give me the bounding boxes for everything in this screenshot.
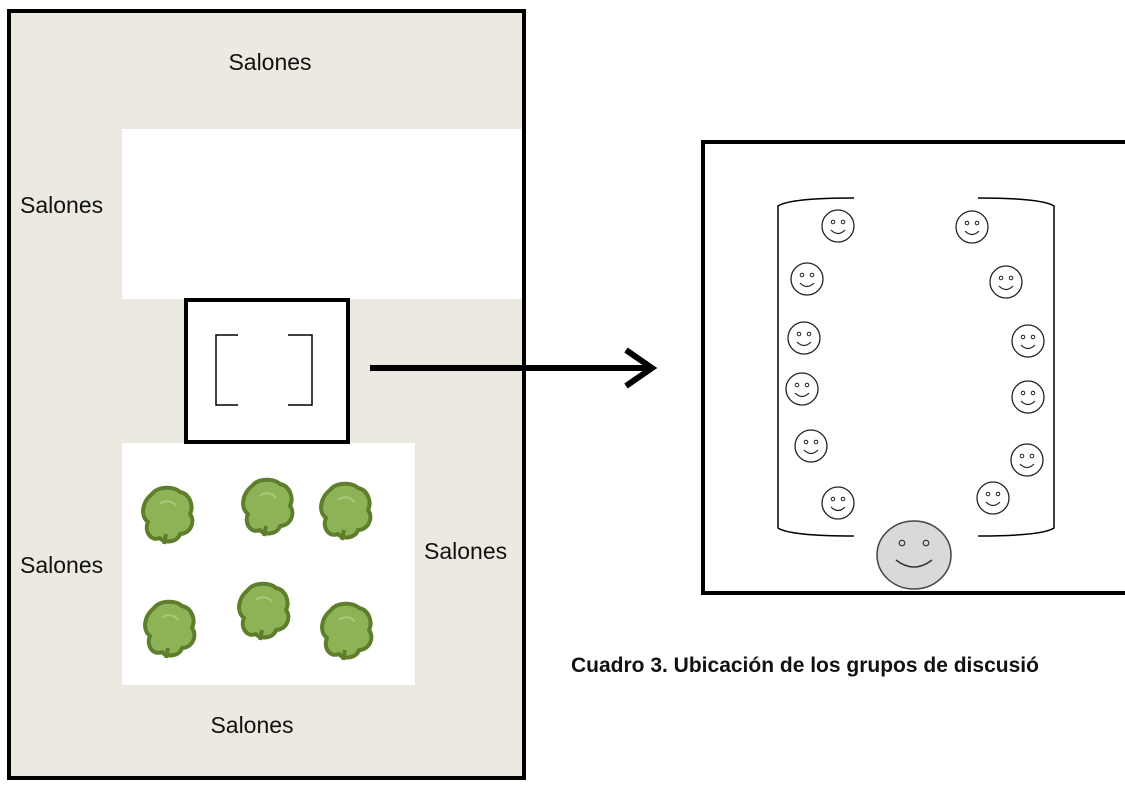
meeting-room-box <box>184 298 350 444</box>
participant-smiley-icon <box>821 209 855 243</box>
label-salones-left-lower: Salones <box>20 552 103 578</box>
participant-smiley-icon <box>989 265 1023 299</box>
label-salones-left-upper: Salones <box>20 192 103 218</box>
figure-caption: Cuadro 3. Ubicación de los grupos de dis… <box>571 654 1039 677</box>
bracket-left-icon <box>215 334 238 406</box>
table-bracket-right <box>977 197 1055 537</box>
bracket-right-icon <box>288 334 313 406</box>
label-salones-bottom: Salones <box>210 712 293 738</box>
participant-smiley-icon <box>1011 380 1045 414</box>
table-bracket-left <box>777 197 855 537</box>
label-salones-right-lower: Salones <box>424 538 507 564</box>
building-outline <box>7 9 526 780</box>
participant-smiley-icon <box>794 429 828 463</box>
participant-smiley-icon <box>785 372 819 406</box>
participant-smiley-icon <box>787 321 821 355</box>
participant-smiley-icon <box>1010 443 1044 477</box>
participant-smiley-icon <box>821 486 855 520</box>
label-salones-top: Salones <box>228 49 311 75</box>
participant-smiley-icon <box>976 481 1010 515</box>
participant-smiley-icon <box>955 210 989 244</box>
upper-courtyard <box>122 129 522 299</box>
participant-smiley-icon <box>1011 324 1045 358</box>
arrow-right-icon <box>370 347 658 389</box>
moderator-face-icon <box>876 520 952 590</box>
enlarged-meeting-room <box>701 140 1125 595</box>
building-plan <box>7 9 526 780</box>
participant-smiley-icon <box>790 262 824 296</box>
